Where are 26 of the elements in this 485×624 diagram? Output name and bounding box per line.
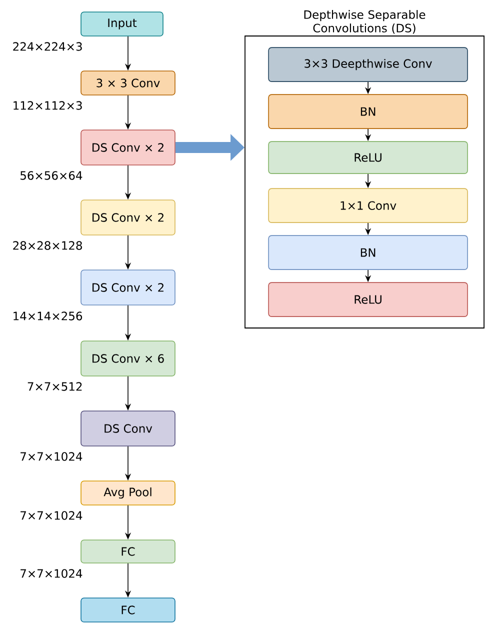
layer-box: DS Conv [80,410,176,446]
tensor-size-label: 56×56×64 [20,171,82,180]
layer-box: Avg Pool [80,480,176,506]
tensor-size-label: 7×7×1024 [20,511,82,520]
tensor-size-label: 112×112×3 [14,101,82,110]
layer-box: DS Conv × 2 [80,270,176,306]
layer-box: BN [268,235,468,270]
frame-heading: Depthwise Separable Convolutions (DS) [304,10,426,34]
layer-box: DS Conv × 6 [80,340,176,376]
layer-box: Input [80,12,164,36]
layer-box: DS Conv × 2 [80,200,176,236]
layer-box: BN [268,94,468,129]
layer-box: 3 × 3 Conv [80,70,176,96]
tensor-size-label: 7×7×512 [28,382,82,391]
layer-box: FC [80,540,176,564]
tensor-size-label: 14×14×256 [14,312,82,320]
tensor-size-label: 224×224×3 [13,42,82,51]
layer-box: ReLU [268,141,468,174]
layer-box: ReLU [268,282,468,317]
layer-box: 3×3 Deepthwise Conv [268,47,468,82]
tensor-size-label: 7×7×1024 [20,452,82,461]
layer-box: FC [80,598,176,622]
layer-box: 1×1 Conv [268,188,468,223]
layer-box: DS Conv × 2 [80,130,176,166]
tensor-size-label: 7×7×1024 [20,569,82,578]
tensor-size-label: 28×28×128 [13,241,82,250]
